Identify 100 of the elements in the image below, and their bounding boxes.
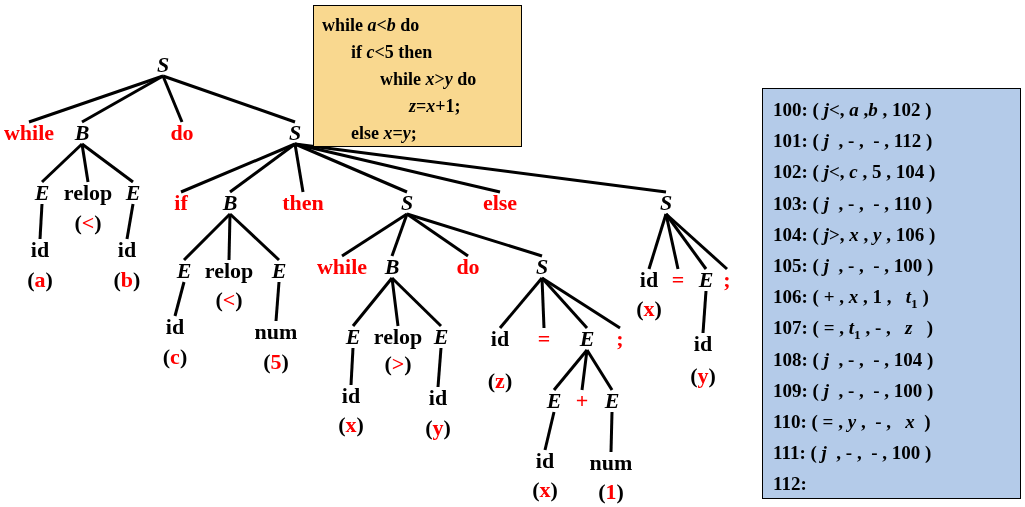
terminal-keyword: else [482, 191, 518, 215]
nonterminal-symbol: S [535, 255, 549, 279]
nonterminal-symbol: S [400, 191, 414, 215]
tree-branch [162, 74, 296, 124]
token-value: (z) [487, 369, 513, 393]
tree-branch [341, 212, 408, 258]
quadruple-line: 111: ( j , - , - , 100 ) [773, 441, 932, 466]
quadruple-line: 101: ( j , - , - , 112 ) [773, 129, 933, 154]
code-line: z=x+1; [409, 95, 461, 118]
token-value: (a) [27, 268, 53, 292]
quadruple-line: 104: ( j>, x , y , 106 ) [773, 222, 936, 247]
nonterminal-symbol: S [156, 53, 170, 77]
token-value: (<) [74, 211, 102, 235]
tree-branch [180, 142, 296, 194]
quadruple-line: 102: ( j<, c , 5 , 104 ) [773, 160, 936, 185]
tree-branch [580, 349, 589, 391]
tree-branch [351, 277, 394, 327]
nonterminal-symbol: E [271, 259, 287, 283]
tree-branch [38, 203, 44, 240]
tree-branch [228, 212, 281, 262]
tree-branch [81, 142, 134, 184]
terminal-keyword: if [174, 191, 188, 215]
token-value: (>) [384, 352, 412, 376]
tree-branch [664, 213, 708, 270]
tree-branch [540, 277, 589, 329]
terminal-keyword: + [575, 389, 589, 413]
token-value: (y) [690, 364, 716, 388]
terminal-keyword: = [671, 268, 685, 292]
nonterminal-symbol: E [345, 325, 361, 349]
tree-branch [349, 347, 355, 386]
quadruple-line: 100: ( j<, a ,b , 102 ) [773, 98, 932, 122]
nonterminal-symbol: E [34, 181, 50, 205]
tree-branch [540, 277, 546, 329]
quadruple-line: 106: ( + , x , 1 , t$_{1}$ ) [773, 285, 929, 313]
tree-branch [552, 349, 589, 391]
tree-branch [80, 143, 90, 183]
terminal-keyword: ; [723, 268, 731, 292]
nonterminal-symbol: B [74, 121, 90, 145]
tree-branch [28, 74, 164, 124]
token-value: (c) [162, 345, 188, 369]
code-line: if c<5 then [351, 41, 433, 64]
tree-branch [647, 213, 668, 270]
quadruple-line: 105: ( j , - , - , 100 ) [773, 254, 934, 278]
nonterminal-symbol: E [125, 181, 141, 205]
token-value: (x) [532, 478, 558, 502]
code-line: else x=y; [351, 122, 417, 145]
token-value: (5) [263, 350, 289, 374]
nonterminal-symbol: B [384, 255, 400, 279]
tree-branch [161, 75, 184, 123]
tree-branch [40, 142, 84, 184]
tree-branch [406, 212, 543, 258]
terminal-keyword: then [282, 191, 324, 215]
quadruple-list-panel [762, 88, 1021, 499]
tree-branch [125, 203, 135, 240]
terminal-keyword: = [537, 327, 551, 351]
terminal-keyword: do [170, 121, 194, 145]
nonterminal-symbol: E [176, 259, 192, 283]
tree-branch [294, 142, 667, 194]
token-value: (x) [338, 413, 364, 437]
token-value: (1) [598, 480, 624, 504]
code-line: while x>y do [380, 68, 477, 91]
terminal-keyword: while [316, 255, 368, 279]
quadruple-line: 107: ( = , t$_{1}$ , - , z ) [773, 316, 933, 344]
code-panel [313, 5, 522, 147]
quadruple-line: 103: ( j , - , - , 110 ) [773, 191, 933, 216]
tree-branch [390, 213, 409, 257]
quadruple-line: 110: ( = , y , - , x ) [773, 410, 931, 435]
nonterminal-symbol: S [659, 191, 673, 215]
tree-branch [229, 142, 296, 194]
terminal-keyword: while [3, 121, 55, 145]
quadruple-line: 112: [773, 472, 807, 497]
tree-branch [701, 290, 708, 334]
token-value: (y) [425, 416, 451, 440]
tree-branch [390, 277, 400, 327]
quadruple-line: 108: ( j , - , - , 104 ) [773, 347, 934, 372]
nonterminal-symbol: E [604, 389, 620, 413]
tree-branch [173, 281, 186, 317]
nonterminal-symbol: S [288, 121, 302, 145]
quadruple-line: 109: ( j , - , - , 100 ) [773, 378, 934, 403]
nonterminal-symbol: E [579, 327, 595, 351]
tree-branch [390, 276, 443, 328]
nonterminal-symbol: E [698, 268, 714, 292]
tree-branch [543, 411, 556, 451]
token-value: (<) [215, 288, 243, 312]
tree-branch [498, 277, 544, 329]
tree-branch [182, 212, 232, 262]
tree-branch [664, 213, 680, 270]
code-line: while a<b do [322, 14, 420, 37]
tree-branch [274, 281, 281, 322]
tree-branch [541, 276, 621, 330]
nonterminal-symbol: B [222, 191, 238, 215]
tree-branch [81, 74, 164, 124]
token-value: (b) [113, 268, 141, 292]
terminal-keyword: ; [616, 327, 624, 351]
tree-branch [436, 347, 443, 388]
tree-branch [585, 349, 614, 391]
tree-branch [293, 143, 305, 193]
terminal-keyword: do [456, 255, 480, 279]
nonterminal-symbol: E [546, 389, 562, 413]
tree-branch [227, 213, 232, 261]
